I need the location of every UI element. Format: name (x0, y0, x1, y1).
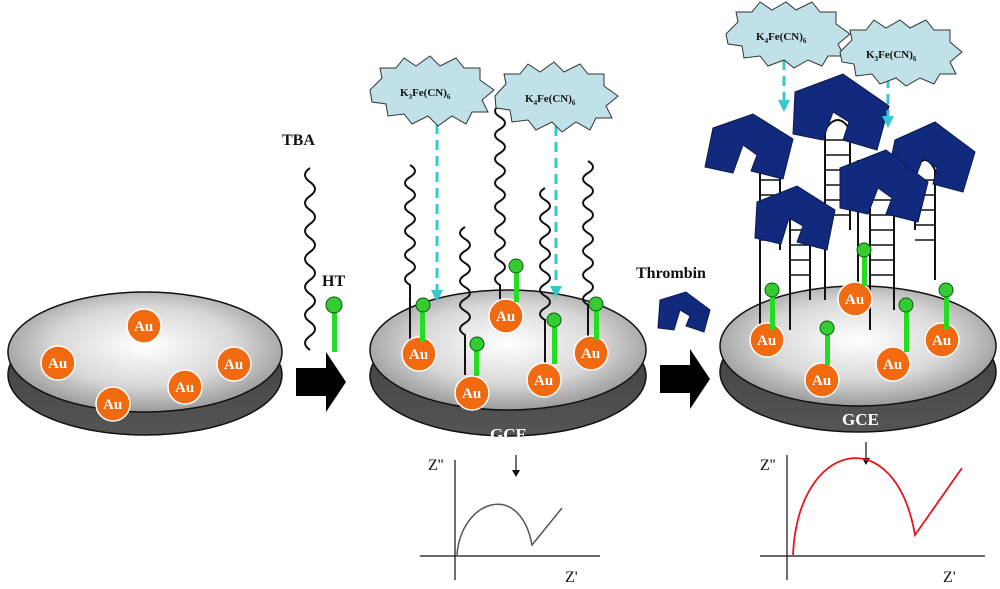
electrode-label: GCE (842, 410, 879, 429)
gold-nanoparticle: Au (454, 375, 490, 411)
ht-linker (415, 297, 431, 342)
gold-nanoparticle: Au (804, 362, 840, 398)
electrode-label: GCE (138, 433, 175, 452)
gold-nanoparticle: Au (167, 369, 203, 405)
svg-text:Au: Au (932, 333, 951, 349)
thrombin-molecules (704, 73, 976, 251)
svg-text:Au: Au (883, 357, 902, 373)
ht-linker (469, 336, 485, 376)
svg-text:K3Fe(CN)6: K3Fe(CN)6 (400, 87, 451, 101)
nyquist-plot-1: Z'' Z' (420, 455, 600, 586)
gold-nanoparticle: Au (40, 345, 76, 381)
ferrocyanide-badge: K4Fe(CN)6 (725, 1, 851, 69)
svg-text:Au: Au (134, 319, 153, 335)
gold-nanoparticle: Au (526, 362, 562, 398)
x-axis-label: Z' (565, 569, 578, 586)
svg-text:K3Fe(CN)6: K3Fe(CN)6 (866, 49, 917, 63)
tba-aptamer-strands (404, 104, 594, 375)
gold-nanoparticle: Au (126, 308, 162, 344)
ht-linker (588, 296, 604, 340)
svg-text:Au: Au (581, 346, 600, 362)
impedance-curve (792, 457, 963, 556)
gold-nanoparticle: Au (95, 386, 131, 422)
gold-nanoparticle: Au (924, 322, 960, 358)
svg-text:Au: Au (812, 373, 831, 389)
y-axis-label: Z'' (760, 457, 776, 474)
ht-linker (546, 312, 562, 364)
electrode-stage-3: GCE (704, 1, 997, 433)
tba-label: TBA (282, 132, 315, 149)
thrombin-icon (657, 291, 711, 333)
svg-text:Au: Au (462, 386, 481, 402)
svg-text:K4Fe(CN)6: K4Fe(CN)6 (525, 93, 576, 107)
gold-nanoparticle: Au (837, 281, 873, 317)
nyquist-plot-2: Z'' Z' (760, 442, 985, 586)
svg-text:Au: Au (224, 357, 243, 373)
svg-text:K4Fe(CN)6: K4Fe(CN)6 (756, 31, 807, 45)
electrode-stage-2: GCE Au Au Au Au Au (369, 55, 647, 444)
gold-nanoparticle: Au (573, 335, 609, 371)
ht-linker (819, 320, 835, 365)
svg-text:Au: Au (48, 356, 67, 372)
redox-probe-arrow (778, 60, 790, 112)
svg-text:Au: Au (175, 380, 194, 396)
redox-probe-arrow (431, 108, 443, 302)
svg-text:Au: Au (845, 292, 864, 308)
electrode-label: GCE (490, 425, 527, 444)
gold-nanoparticle: Au (216, 346, 252, 382)
ht-linker (898, 297, 914, 352)
gold-nanoparticle: Au (488, 298, 524, 334)
y-axis-label: Z'' (428, 457, 444, 474)
impedance-curve (456, 503, 563, 556)
svg-text:Au: Au (409, 347, 428, 363)
ht-linker (325, 296, 343, 352)
ferricyanide-badge: K3Fe(CN)6 (369, 55, 495, 127)
ht-label: HT (322, 273, 345, 290)
gold-nanoparticle: Au (401, 336, 437, 372)
step-1-reagents: TBA HT (282, 132, 345, 352)
ht-linker (764, 282, 780, 330)
svg-text:Au: Au (757, 333, 776, 349)
svg-text:Au: Au (103, 397, 122, 413)
arrow-right-icon (660, 349, 710, 409)
thrombin-label: Thrombin (636, 265, 706, 282)
ht-linker (508, 258, 524, 302)
ferricyanide-badge: K3Fe(CN)6 (839, 19, 963, 87)
svg-text:Au: Au (496, 309, 515, 325)
ht-linker (938, 282, 954, 330)
x-axis-label: Z' (943, 569, 956, 586)
electrode-stage-1: GCE Au Au Au Au Au (7, 291, 283, 452)
gold-nanoparticle: Au (875, 346, 911, 382)
arrow-right-icon (296, 352, 346, 412)
tba-aptamer-strand (304, 167, 316, 351)
redox-probe-arrow (882, 78, 894, 128)
gold-nanoparticle: Au (749, 322, 785, 358)
ht-linker (856, 242, 872, 286)
step-2-reagents: Thrombin (636, 265, 711, 333)
redox-probe-arrow (550, 110, 562, 298)
svg-text:Au: Au (534, 373, 553, 389)
ferrocyanide-badge: K4Fe(CN)6 (494, 61, 619, 133)
